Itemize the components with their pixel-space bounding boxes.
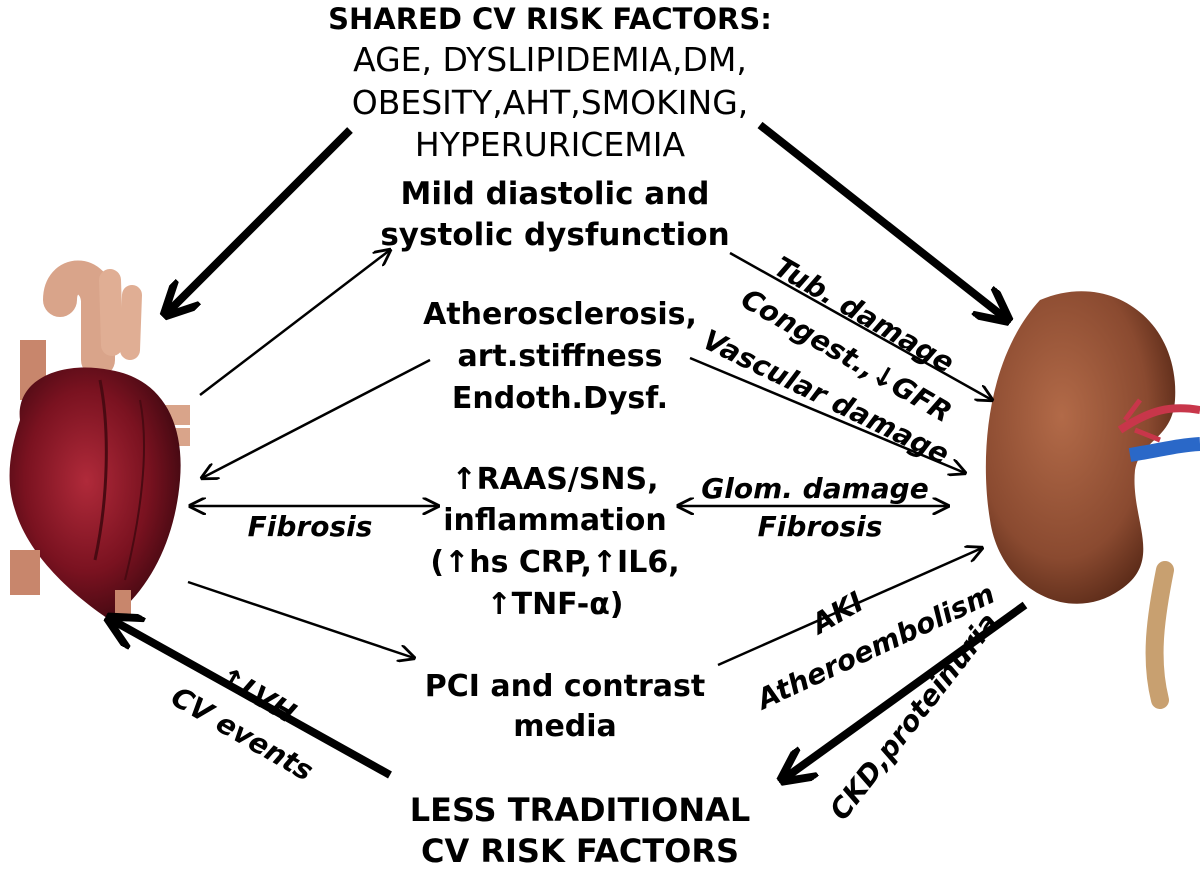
kidney-illustration [985, 291, 1200, 709]
raas-line-4: ↑TNF-α) [486, 587, 624, 622]
dysfunction-line-1: Mild diastolic and [400, 176, 710, 212]
arrow-heart-to-pci [187, 580, 414, 658]
dysfunction-line-2: systolic dysfunction [380, 217, 730, 253]
raas-line-1: ↑RAAS/SNS, [451, 462, 659, 497]
arrow-athero-to-kidney [689, 356, 965, 473]
shared-risk-title: SHARED CV RISK FACTORS: [328, 2, 772, 36]
raas-line-3: (↑hs CRP,↑IL6, [430, 545, 680, 580]
arrow-dysfunction-to-kidney [729, 251, 992, 400]
athero-line-1: Atherosclerosis, [423, 297, 697, 332]
arrow-less-traditional-to-heart [112, 620, 392, 779]
raas-line-2: inflammation [443, 503, 667, 538]
athero-line-3: Endoth.Dysf. [451, 381, 669, 416]
arrow-heart-to-dysfunction [199, 250, 390, 396]
athero-line-2: art.stiffness [457, 339, 663, 374]
heart-illustration [9, 260, 190, 620]
pci-line-1: PCI and contrast [424, 669, 706, 704]
shared-risk-line-1: AGE, DYSLIPIDEMIA,DM, [353, 40, 747, 79]
pci-line-2: media [513, 709, 617, 744]
shared-risk-line-3: HYPERURICEMIA [414, 125, 686, 164]
arrow-risk-to-heart [168, 127, 353, 312]
label-fibrosis-left: Fibrosis [247, 510, 373, 543]
less-traditional-line-2: CV RISK FACTORS [420, 832, 740, 870]
arrow-pci-to-kidney [717, 548, 982, 667]
arrow-risk-to-kidney [757, 121, 1005, 318]
shared-risk-line-2: OBESITY,AHT,SMOKING, [351, 83, 749, 122]
arrow-athero-to-heart [202, 358, 431, 478]
arrow-kidney-to-less-traditional [785, 601, 1028, 778]
label-glom-damage: Glom. damage [701, 472, 929, 505]
label-fibrosis-right: Fibrosis [757, 510, 883, 543]
less-traditional-line-1: LESS TRADITIONAL [409, 791, 751, 829]
